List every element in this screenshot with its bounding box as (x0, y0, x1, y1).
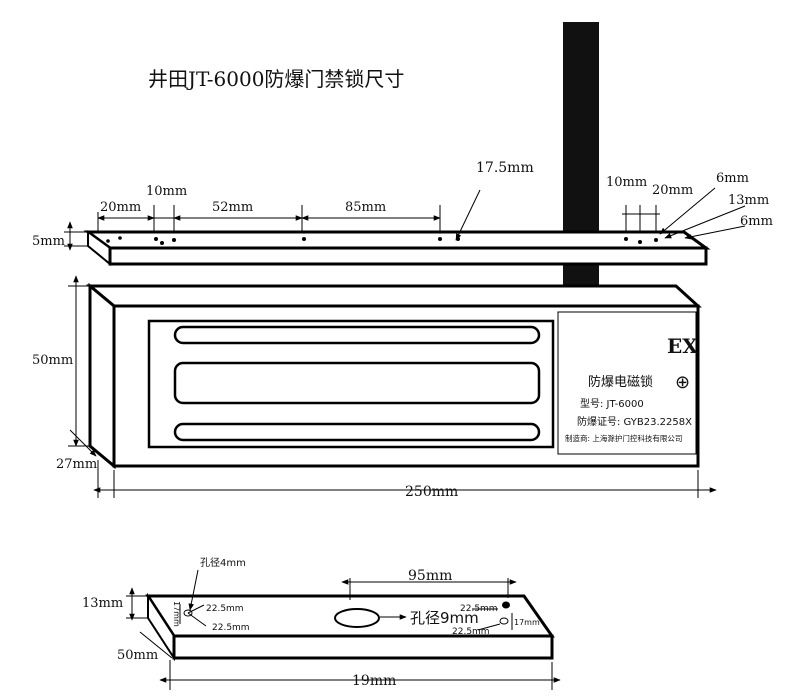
dim-95mm: 95mm (408, 568, 452, 584)
dim-17-5mm: 17.5mm (476, 160, 534, 176)
dim-85mm: 85mm (345, 200, 386, 215)
dim-17mm-left: 17mm (172, 601, 181, 627)
dim-52mm: 52mm (212, 200, 253, 215)
dim-22-5mm-b: 22.5mm (212, 623, 250, 633)
dim-22-5mm-c: 22.5mm (460, 604, 498, 614)
nameplate-certificate: 防爆证号: GYB23.2258X (577, 415, 692, 428)
dim-22-5mm-d: 22.5mm (452, 627, 490, 637)
ex-mark: EX (667, 334, 698, 358)
armature-plate (83, 230, 711, 267)
lock-body-dimension-lines (68, 275, 717, 498)
nameplate: EX 防爆电磁锁 ⊕ 型号: JT-6000 防爆证号: GYB23.2258X… (557, 311, 698, 455)
dim-22-5mm-a: 22.5mm (206, 604, 244, 614)
dim-19mm: 19mm (352, 673, 396, 689)
hole-4mm-label: 孔径4mm (200, 556, 246, 569)
nameplate-manufacturer: 制造商: 上海滁护门控科技有限公司 (565, 433, 682, 443)
nameplate-product-name: 防爆电磁锁 (588, 374, 653, 390)
dim-20mm-left: 20mm (100, 200, 141, 215)
explosion-proof-symbol: ⊕ (675, 372, 690, 393)
dim-20mm-right: 20mm (652, 183, 693, 198)
dim-5mm: 5mm (32, 234, 65, 249)
dim-13mm-bottom: 13mm (82, 596, 123, 611)
dim-50mm-bottom: 50mm (117, 648, 158, 663)
dim-10mm-right: 10mm (606, 175, 647, 190)
dim-250mm: 250mm (405, 484, 458, 500)
dim-50mm-height: 50mm (32, 353, 73, 368)
dim-6mm-bottom: 6mm (740, 214, 773, 229)
bottom-plate-dimension-lines (126, 569, 561, 690)
lock-body (85, 282, 702, 470)
dim-17mm-right: 17mm (514, 618, 540, 627)
dim-10mm-left: 10mm (146, 184, 187, 199)
nameplate-model: 型号: JT-6000 (580, 397, 644, 410)
armature-dimension-lines (64, 187, 746, 251)
bottom-plate (145, 592, 555, 662)
dim-13mm-right: 13mm (728, 193, 769, 208)
dim-6mm-top: 6mm (716, 171, 749, 186)
hole-9mm-label: 孔径9mm (410, 609, 479, 627)
dim-27mm: 27mm (56, 457, 97, 472)
drawing-title: 井田JT-6000防爆门禁锁尺寸 (148, 67, 404, 91)
